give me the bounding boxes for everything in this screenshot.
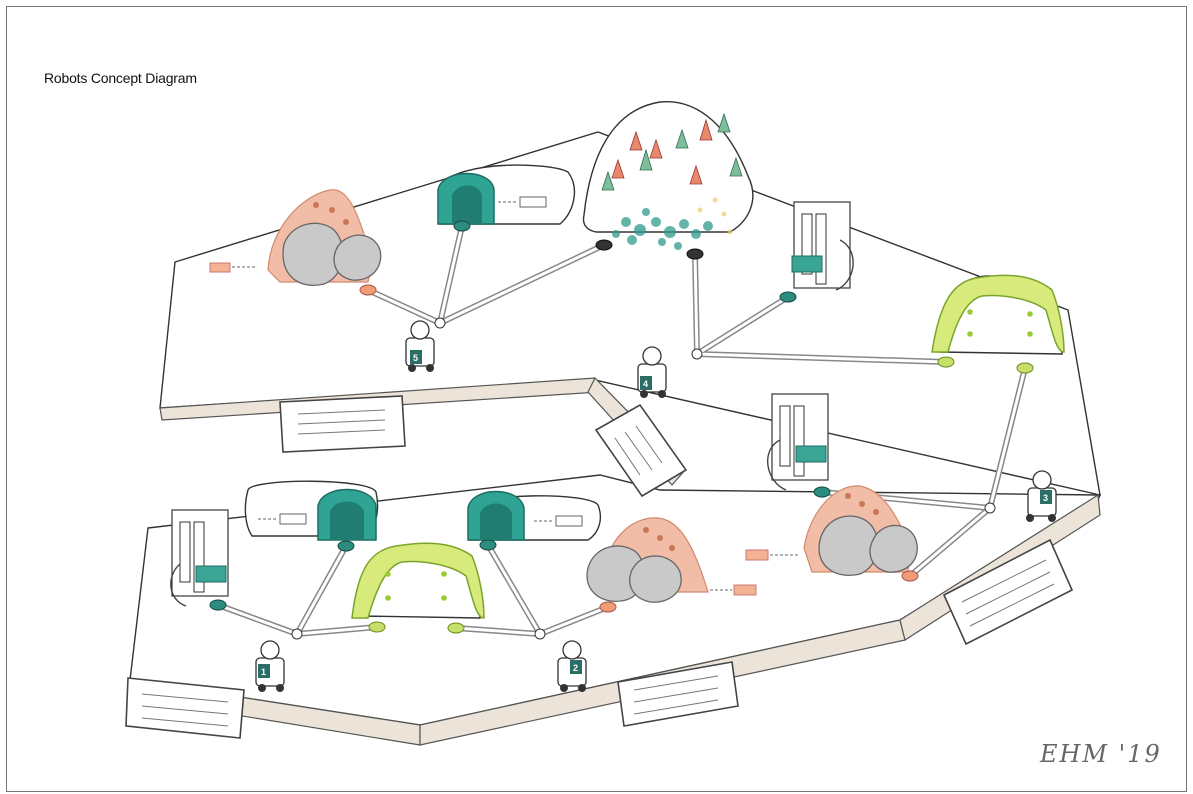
rock-mound-lower-center: [586, 517, 709, 603]
robot-5-label: 5: [413, 353, 418, 363]
robot-1: 1: [255, 640, 285, 692]
robot-4: 4: [637, 346, 667, 398]
sign-bottom-center: [617, 661, 739, 727]
robot-icon-small-left: [209, 262, 255, 273]
path-nodes: [209, 220, 1034, 640]
rock-mound-lower-right: [803, 485, 918, 576]
sign-bottom-left: [125, 677, 245, 739]
robot-5: 5: [405, 320, 435, 372]
crystal-mountain: [582, 101, 754, 250]
rock-mound-upper-left: [267, 189, 382, 286]
robot-3: 3: [1026, 470, 1057, 522]
tunnel-lower-left: [244, 480, 379, 541]
moss-arch-upper-right: [931, 274, 1065, 355]
page-title: Robots Concept Diagram: [44, 70, 197, 86]
sign-center: [594, 403, 688, 498]
robot-icons-lower-right: [710, 549, 798, 596]
tunnel-upper: [437, 164, 576, 225]
sign-upper-left: [279, 395, 406, 453]
path-network: [215, 223, 1028, 637]
sign-bottom-right: [942, 538, 1074, 646]
robot-3-label: 3: [1043, 493, 1048, 503]
signature: EHM '19: [1040, 740, 1162, 768]
door-lower-left: [170, 509, 229, 607]
tunnel-lower-center: [467, 490, 602, 541]
robot-4-label: 4: [643, 379, 648, 389]
door-lower-right: [766, 393, 829, 491]
robot-2-label: 2: [573, 663, 578, 673]
robot-1-label: 1: [261, 667, 266, 677]
moss-arch-lower-left: [351, 542, 485, 619]
robot-2: 2: [557, 640, 587, 692]
door-upper-right: [791, 201, 854, 291]
